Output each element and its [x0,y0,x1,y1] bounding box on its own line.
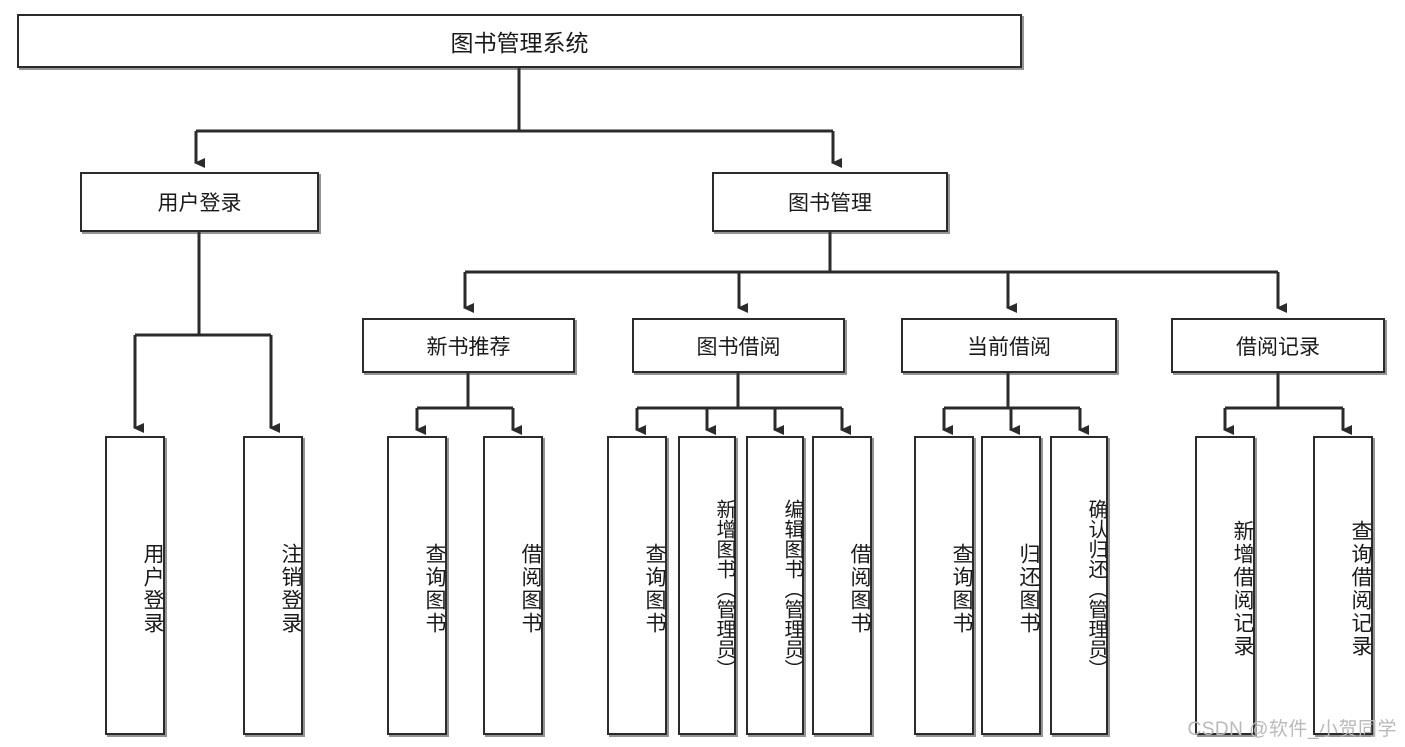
node-label: 用户登录 [157,192,242,215]
node-label: 图书管理 [788,192,872,215]
node-label: 借阅图书 [848,542,871,635]
leaf-recommend-borrow-book[interactable]: 借阅图书 [483,436,543,735]
node-label: 图书借阅 [696,335,781,359]
node-label: 查询图书 [423,542,446,635]
node-current-borrow[interactable]: 当前借阅 [901,318,1117,373]
node-label: 确认归还（管理员） [1085,498,1107,679]
leaf-current-confirm-return-admin[interactable]: 确认归还（管理员） [1050,436,1108,735]
node-label: 借阅图书 [519,542,542,635]
node-label: 查询图书 [643,542,666,635]
watermark-text: CSDN @软件_小贺同学 [1187,719,1397,740]
node-borrow-record[interactable]: 借阅记录 [1171,318,1385,373]
node-label: 当前借阅 [967,335,1051,359]
node-root-system[interactable]: 图书管理系统 [17,14,1022,68]
leaf-user-login-signout[interactable]: 注销登录 [243,436,303,735]
node-user-login[interactable]: 用户登录 [80,172,319,232]
leaf-borrow-add-book-admin[interactable]: 新增图书（管理员） [678,436,736,735]
leaf-recommend-query-book[interactable]: 查询图书 [387,436,447,735]
node-label: 借阅记录 [1236,335,1320,359]
node-book-borrow[interactable]: 图书借阅 [632,318,845,373]
node-label: 图书管理系统 [450,30,589,56]
leaf-borrow-borrow-book[interactable]: 借阅图书 [812,436,872,735]
node-label: 新增借阅记录 [1231,519,1254,658]
node-label: 编辑图书（管理员） [781,498,803,679]
leaf-record-query-record[interactable]: 查询借阅记录 [1313,436,1373,735]
leaf-current-query-book[interactable]: 查询图书 [914,436,974,735]
node-new-book-recommend[interactable]: 新书推荐 [362,318,575,373]
leaf-borrow-edit-book-admin[interactable]: 编辑图书（管理员） [746,436,804,735]
node-label: 查询图书 [950,542,973,635]
node-label: 用户登录 [141,542,164,635]
node-label: 新书推荐 [426,335,511,359]
node-label: 查询借阅记录 [1349,519,1372,658]
leaf-current-return-book[interactable]: 归还图书 [981,436,1041,735]
node-label: 归还图书 [1017,542,1040,635]
node-label: 新增图书（管理员） [713,498,735,679]
node-label: 注销登录 [279,542,302,635]
leaf-borrow-query-book[interactable]: 查询图书 [607,436,667,735]
leaf-user-login-signin[interactable]: 用户登录 [105,436,165,735]
node-book-management[interactable]: 图书管理 [712,172,948,232]
leaf-record-add-record[interactable]: 新增借阅记录 [1195,436,1255,735]
